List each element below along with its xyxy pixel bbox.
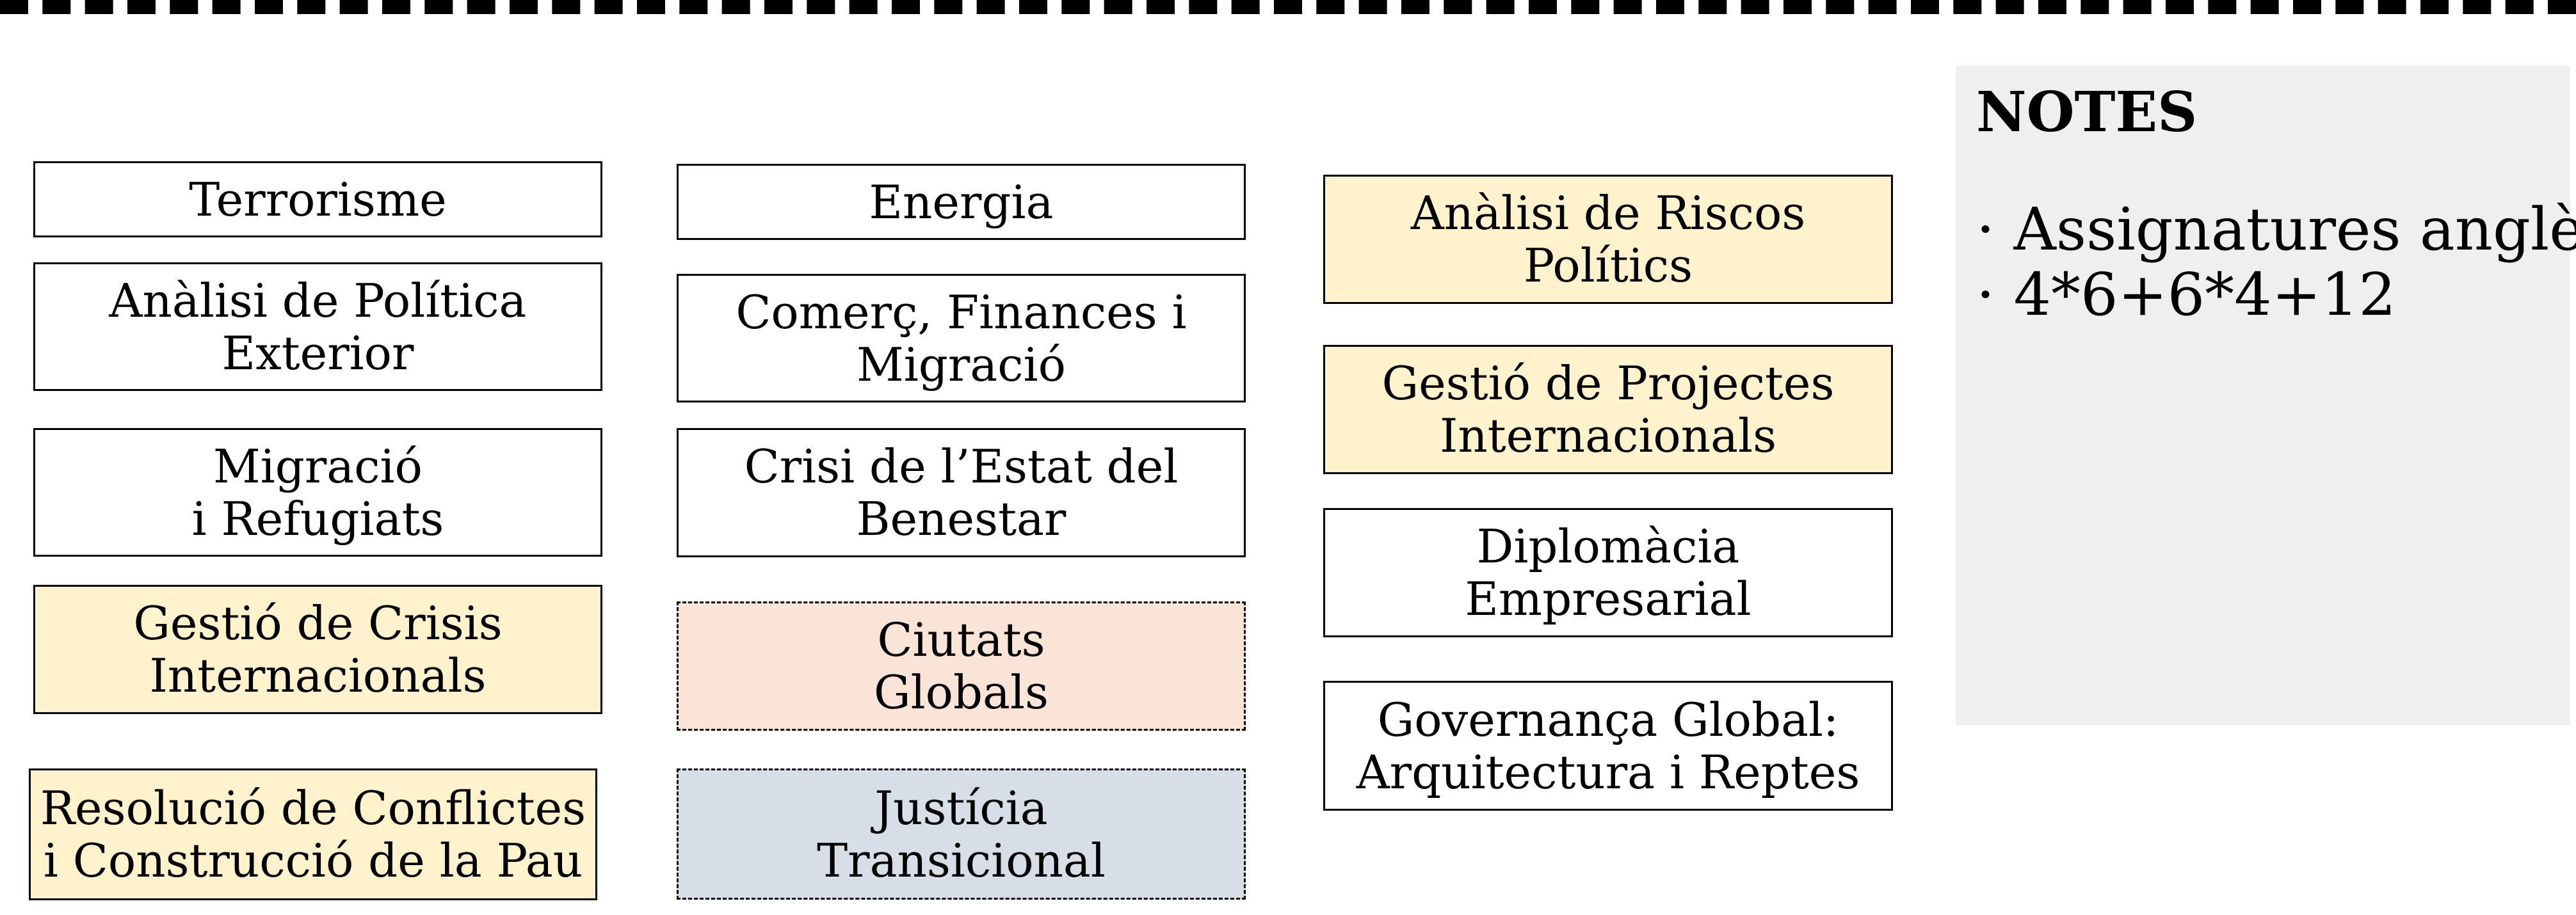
box-label: Anàlisi de Política Exterior <box>109 273 527 380</box>
notes-title: NOTES <box>1976 80 2198 145</box>
box-label: Ciutats Globals <box>874 613 1049 719</box>
note-item: · 4*6+6*4+12 <box>1976 260 2396 329</box>
box-label: Anàlisi de Riscos Polítics <box>1410 186 1806 292</box>
box-label: Migració i Refugiats <box>191 439 444 546</box>
box-analisi-politica-exterior: Anàlisi de Política Exterior <box>33 262 602 391</box>
box-label: Justícia Transicional <box>817 781 1106 887</box>
box-label: Governança Global: Arquitectura i Reptes <box>1356 692 1860 799</box>
notes-list: · Assignatures anglès? · 4*6+6*4+12 <box>1976 197 2576 328</box>
box-gestio-projectes-internacionals: Gestió de Projectes Internacionals <box>1323 345 1893 474</box>
box-diplomacia-empresarial: Diplomàcia Empresarial <box>1323 508 1893 637</box>
box-label: Diplomàcia Empresarial <box>1465 520 1751 626</box>
box-terrorisme: Terrorisme <box>33 161 602 237</box>
box-ciutats-globals: Ciutats Globals <box>677 601 1246 731</box>
box-justicia-transicional: Justícia Transicional <box>677 768 1246 900</box>
box-comerc-finances-migracio: Comerç, Finances i Migració <box>677 274 1246 402</box>
box-gestio-crisis-internacionals: Gestió de Crisis Internacionals <box>33 585 602 714</box>
box-governanca-global: Governança Global: Arquitectura i Reptes <box>1323 681 1893 811</box>
box-label: Comerç, Finances i Migració <box>736 285 1187 392</box>
box-label: Energia <box>869 175 1054 229</box>
notes-panel: NOTES · Assignatures anglès? · 4*6+6*4+1… <box>1956 66 2576 725</box>
box-label: Gestió de Crisis Internacionals <box>133 596 503 703</box>
box-label: Resolució de Conflictes i Construcció de… <box>40 781 586 887</box>
box-label: Gestió de Projectes Internacionals <box>1381 356 1835 463</box>
box-energia: Energia <box>677 164 1246 240</box>
top-dashed-border <box>0 0 2576 14</box>
box-crisi-estat-benestar: Crisi de l’Estat del Benestar <box>677 428 1246 557</box>
box-label: Terrorisme <box>189 172 447 227</box>
note-item: · Assignatures anglès? <box>1976 195 2576 264</box>
box-analisi-riscos-politics: Anàlisi de Riscos Polítics <box>1323 175 1893 304</box>
box-migracio-refugiats: Migració i Refugiats <box>33 428 602 557</box>
box-label: Crisi de l’Estat del Benestar <box>744 440 1179 546</box>
box-resolucio-conflictes: Resolució de Conflictes i Construcció de… <box>29 768 597 900</box>
